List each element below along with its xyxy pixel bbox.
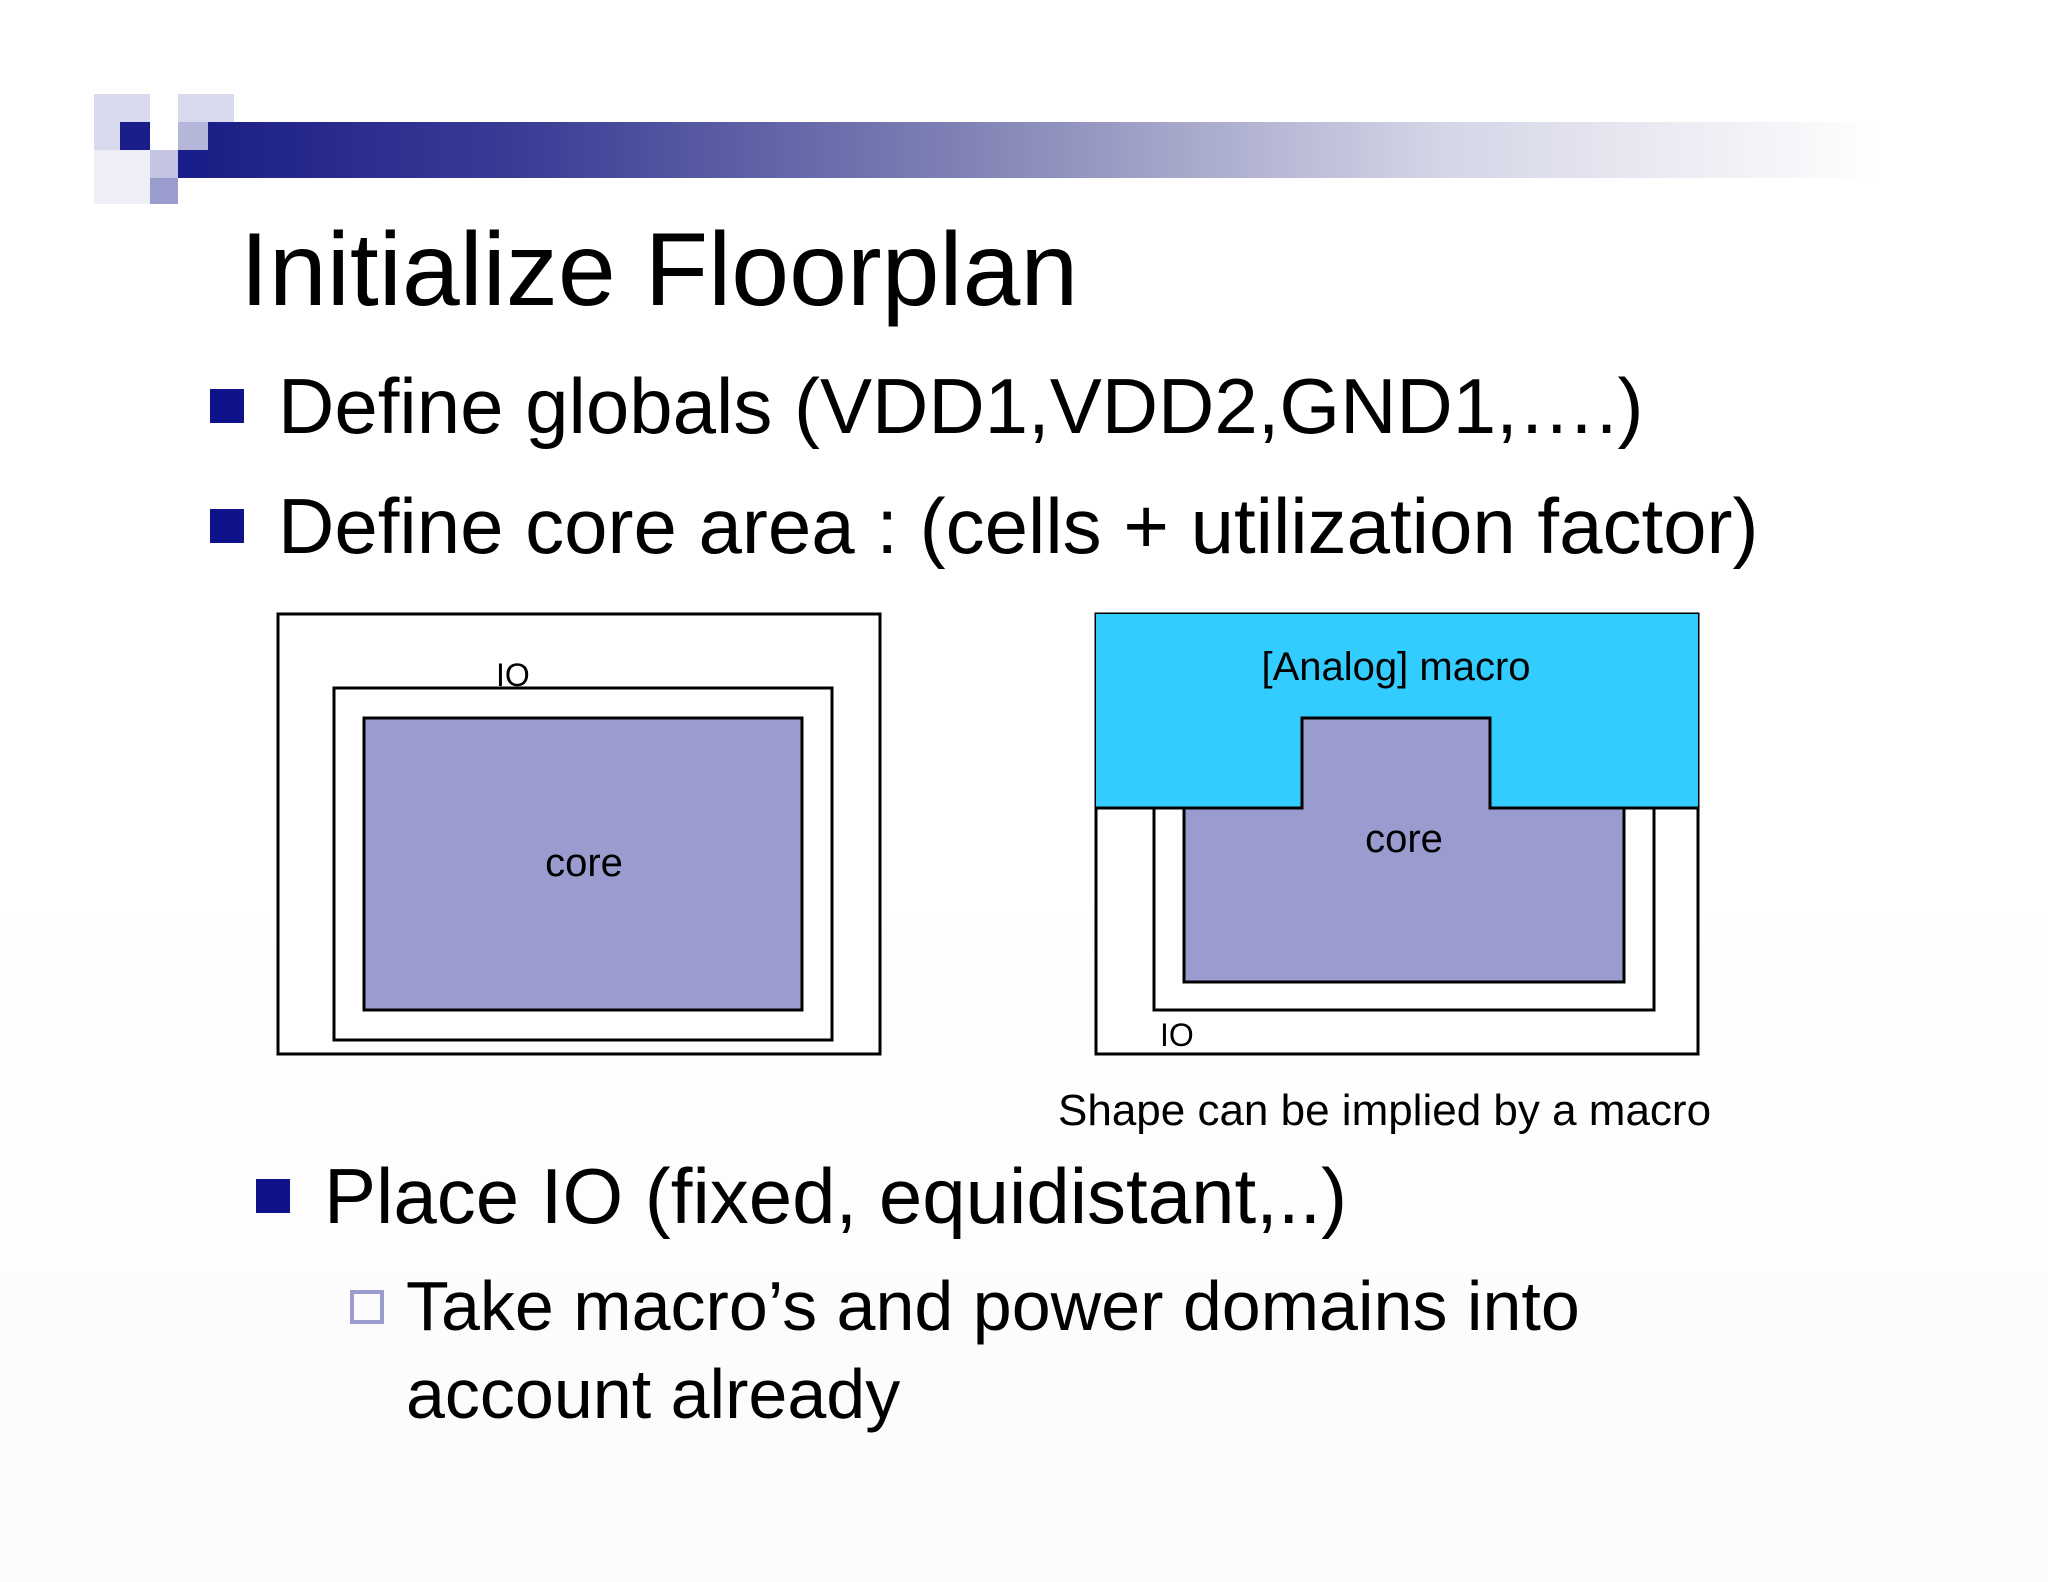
bullet-text: Define globals (VDD1,VDD2,GND1,….) <box>278 362 1644 450</box>
core-label: core <box>1365 817 1443 861</box>
header-square-decoration <box>178 94 234 122</box>
header-square-decoration <box>150 178 178 204</box>
bullet-define-core-area: Define core area : (cells + utilization … <box>210 478 1758 574</box>
bullet-square-icon <box>256 1179 290 1213</box>
header-square-decoration <box>150 150 178 178</box>
io-label: IO <box>496 657 530 693</box>
macro-label: [Analog] macro <box>1261 645 1530 689</box>
bullet-square-icon <box>210 389 244 423</box>
floorplan-diagram-rectangular: IO core <box>276 612 882 1056</box>
bullet-square-icon <box>210 509 244 543</box>
header-gradient-bar <box>208 122 1968 178</box>
core-area <box>362 716 804 1012</box>
sub-bullet-text: Take macro’s and power domains into acco… <box>406 1267 1580 1433</box>
header-square-decoration <box>178 150 208 178</box>
bullet-define-globals: Define globals (VDD1,VDD2,GND1,….) <box>210 358 1643 454</box>
io-label: IO <box>1160 1017 1194 1053</box>
bullet-text: Place IO (fixed, equidistant,..) <box>324 1152 1348 1240</box>
floorplan-diagram-with-macro: [Analog] macro core IO <box>1094 612 1700 1056</box>
sub-bullet-macros-power-domains: Take macro’s and power domains into acco… <box>350 1262 1726 1438</box>
header-square-decoration <box>120 122 150 150</box>
slide-title: Initialize Floorplan <box>240 212 1079 328</box>
bullet-place-io: Place IO (fixed, equidistant,..) <box>256 1148 1347 1244</box>
hollow-square-bullet-icon <box>350 1290 384 1324</box>
bullet-text: Define core area : (cells + utilization … <box>278 482 1759 570</box>
core-label: core <box>545 841 623 885</box>
diagram-caption: Shape can be implied by a macro <box>1058 1086 1712 1135</box>
header-square-decoration <box>94 150 150 204</box>
io-ring-outline <box>1152 808 1656 1012</box>
